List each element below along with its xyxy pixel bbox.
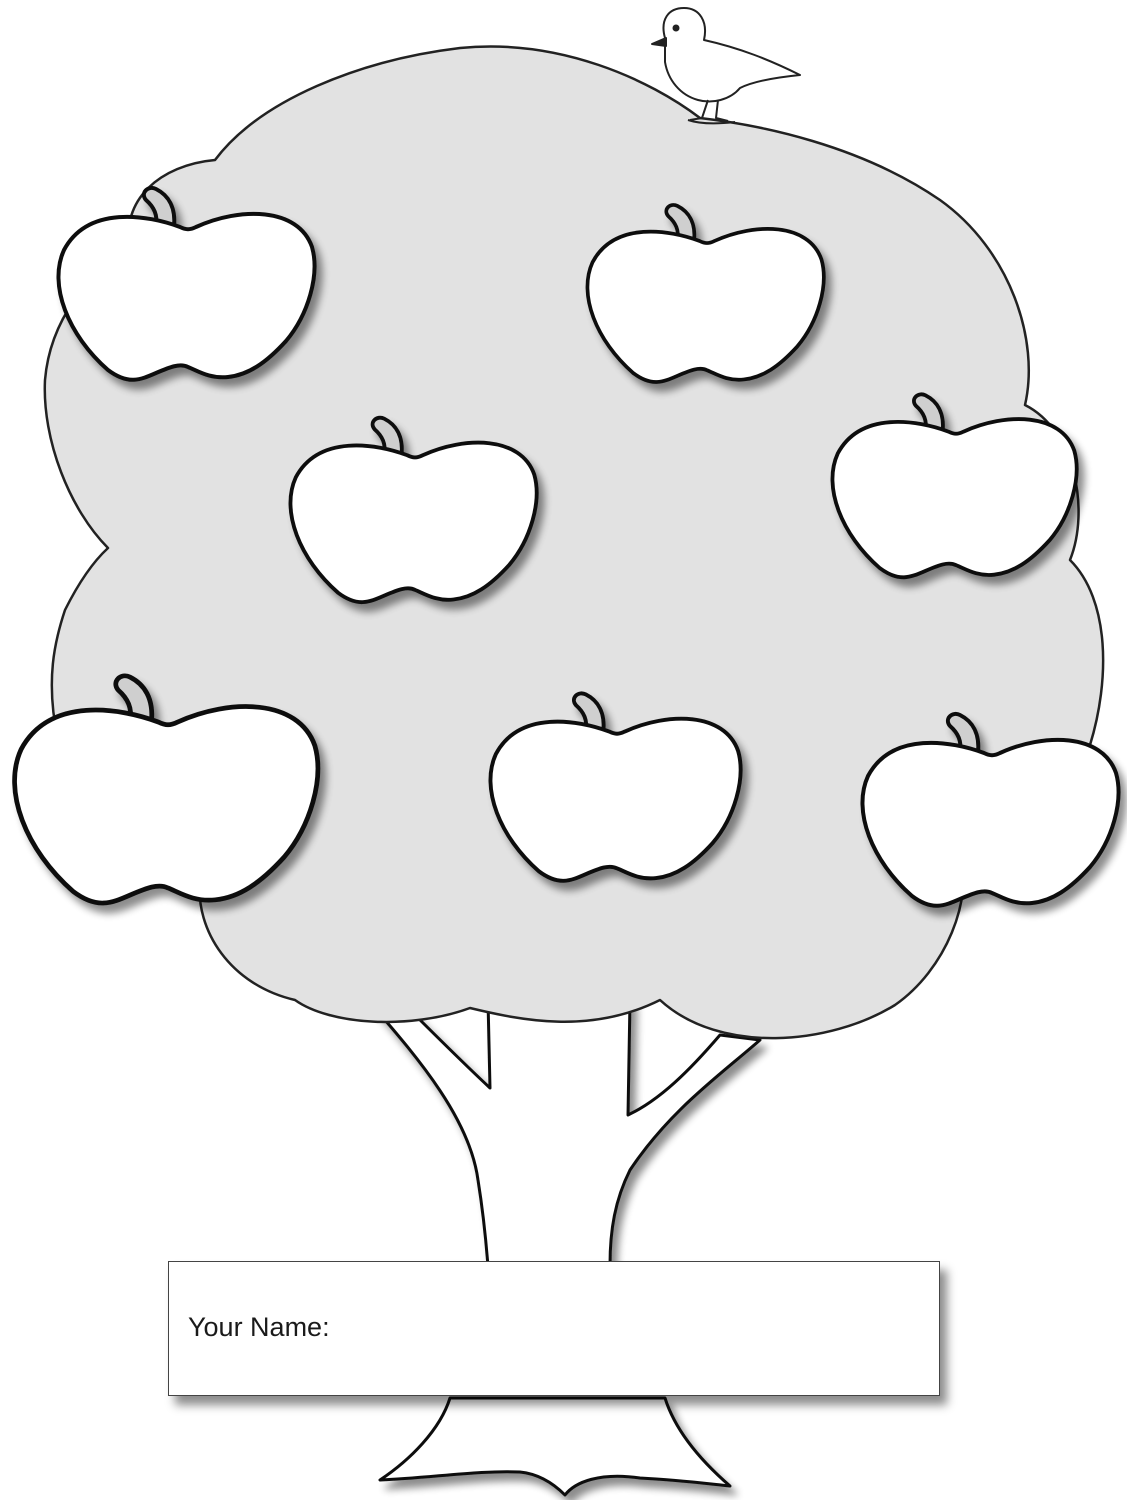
- name-box: Your Name:: [168, 1261, 940, 1396]
- name-label: Your Name:: [188, 1312, 330, 1343]
- tree-trunk: [372, 1000, 760, 1495]
- name-input[interactable]: [359, 1302, 919, 1354]
